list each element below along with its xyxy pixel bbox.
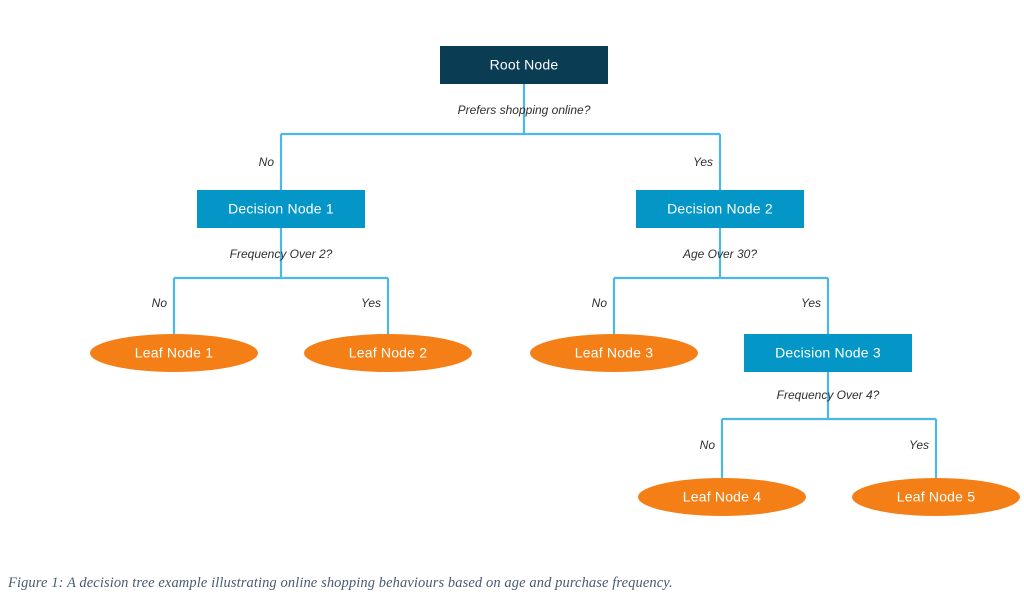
node-label: Decision Node 3	[775, 345, 881, 361]
node-shape-rect[interactable]	[636, 190, 804, 228]
connector-group-split-d3	[720, 372, 938, 478]
node-shape-ellipse[interactable]	[638, 478, 806, 516]
connector-path	[612, 228, 830, 334]
node-label: Leaf Node 4	[683, 489, 761, 505]
branch-label-yes: Yes	[361, 296, 381, 310]
tree-node-leaf1[interactable]: Leaf Node 1	[90, 334, 258, 372]
tree-node-leaf5[interactable]: Leaf Node 5	[852, 478, 1020, 516]
node-shape-ellipse[interactable]	[90, 334, 258, 372]
split-labels-split-d1: Frequency Over 2? No Yes	[152, 247, 381, 310]
branch-label-yes: Yes	[909, 438, 929, 452]
split-question-label: Frequency Over 4?	[777, 388, 880, 402]
connector-group-split-d1	[172, 228, 390, 334]
branch-label-no: No	[592, 296, 608, 310]
node-shape-rect[interactable]	[744, 334, 912, 372]
node-shape-ellipse[interactable]	[852, 478, 1020, 516]
split-question-label: Prefers shopping online?	[458, 103, 591, 117]
branch-label-yes: Yes	[801, 296, 821, 310]
node-label: Leaf Node 2	[349, 345, 427, 361]
branch-label-no: No	[152, 296, 168, 310]
tree-node-d3[interactable]: Decision Node 3	[744, 334, 912, 372]
connectors-layer	[172, 84, 938, 478]
tree-node-root[interactable]: Root Node	[440, 46, 608, 84]
split-labels-split-d3: Frequency Over 4? No Yes	[700, 388, 929, 452]
node-label: Decision Node 1	[228, 201, 334, 217]
tree-node-d1[interactable]: Decision Node 1	[197, 190, 365, 228]
branch-label-yes: Yes	[693, 155, 713, 169]
tree-node-leaf2[interactable]: Leaf Node 2	[304, 334, 472, 372]
connector-group-split-d2	[612, 228, 830, 334]
node-label: Decision Node 2	[667, 201, 773, 217]
connector-path	[720, 372, 938, 478]
node-label: Leaf Node 1	[135, 345, 213, 361]
split-labels-split-d2: Age Over 30? No Yes	[592, 247, 821, 310]
node-label: Root Node	[490, 57, 559, 73]
connector-path	[279, 84, 722, 190]
split-question-label: Frequency Over 2?	[230, 247, 333, 261]
branch-label-no: No	[259, 155, 275, 169]
split-labels-split-root: Prefers shopping online? No Yes	[259, 103, 713, 169]
branch-label-no: No	[700, 438, 716, 452]
node-shape-rect[interactable]	[197, 190, 365, 228]
node-label: Leaf Node 3	[575, 345, 653, 361]
node-shape-ellipse[interactable]	[530, 334, 698, 372]
tree-node-d2[interactable]: Decision Node 2	[636, 190, 804, 228]
node-shape-ellipse[interactable]	[304, 334, 472, 372]
node-label: Leaf Node 5	[897, 489, 975, 505]
node-shape-rect[interactable]	[440, 46, 608, 84]
tree-node-leaf3[interactable]: Leaf Node 3	[530, 334, 698, 372]
tree-node-leaf4[interactable]: Leaf Node 4	[638, 478, 806, 516]
connector-group-split-root	[279, 84, 722, 190]
connector-path	[172, 228, 390, 334]
figure-caption: Figure 1: A decision tree example illust…	[8, 575, 673, 591]
split-question-label: Age Over 30?	[682, 247, 757, 261]
